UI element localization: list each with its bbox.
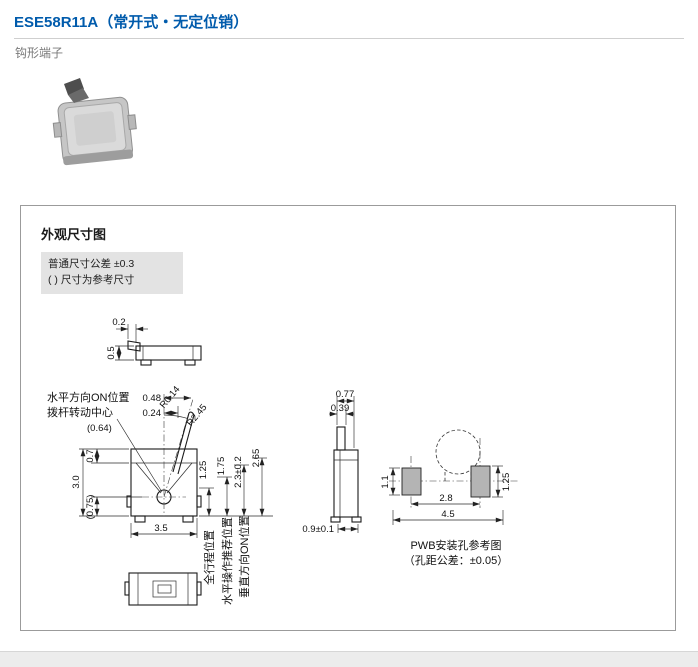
- dimension-diagram-panel: 外观尺寸图 普通尺寸公差 ±0.3 ( ) 尺寸为参考尺寸: [20, 205, 676, 631]
- front-view-dim-tip-radius: R0.14: [158, 384, 183, 410]
- front-view-label-horizontal-recommend: 水平操作推荐位置: [220, 517, 234, 605]
- tolerance-note-line1: 普通尺寸公差 ±0.3: [48, 258, 135, 270]
- front-view-dim-top-section: 0.7: [85, 449, 96, 462]
- top-view-dim-height: 0.5: [106, 346, 117, 359]
- front-view-dim-stroke-4: 2.65: [251, 448, 262, 467]
- front-view-label-horizontal-on: 水平方向ON位置: [47, 390, 130, 404]
- front-view-label-vertical-on: 垂直方向ON位置: [237, 515, 251, 598]
- side-view-dim-lever-width: 0.77: [336, 389, 355, 400]
- title-divider: [14, 38, 684, 39]
- front-view-dim-height: 3.0: [71, 475, 82, 488]
- drawing-heading: 外观尺寸图: [41, 227, 107, 242]
- pwb-dim-pad-right: 1.25: [501, 472, 512, 491]
- tolerance-note: 普通尺寸公差 ±0.3 ( ) 尺寸为参考尺寸: [41, 252, 183, 294]
- front-view-dim-stroke-1: 1.25: [198, 460, 209, 479]
- pwb-caption-line2: （孔距公差：±0.05）: [404, 553, 508, 567]
- page-title: ESE58R11A（常开式・无定位销）: [14, 14, 249, 31]
- front-view-dim-pivot-height: (0.75): [85, 494, 96, 519]
- front-view-dim-on-offset: 0.48: [143, 393, 162, 404]
- pwb-dim-pad-left: 1.1: [380, 475, 391, 488]
- side-view: 0.77 0.39 0.9±0.1: [302, 389, 362, 535]
- front-view-label-full-stroke: 全行程位置: [202, 530, 216, 585]
- top-view: 0.2 0.5: [106, 317, 202, 366]
- switch-photo-graphic: [52, 78, 137, 166]
- pwb-dim-pitch: 2.8: [439, 493, 452, 504]
- tolerance-note-line2: ( ) 尺寸为参考尺寸: [48, 273, 135, 286]
- pwb-dim-span: 4.5: [441, 509, 454, 520]
- side-view-dim-tip-width: 0.39: [331, 403, 350, 414]
- front-view-dim-stroke-2: 1.75: [216, 456, 227, 475]
- front-view-dim-width: 3.5: [154, 523, 167, 534]
- pwb-caption-line1: PWB安装孔参考图: [410, 538, 501, 552]
- front-view: R0.14 R2.45 水平方向ON位置 0.48 拨杆转动中心 0.24 (0…: [47, 384, 273, 605]
- side-view-dim-foot: 0.9±0.1: [302, 524, 334, 535]
- terminal-type-label: 钩形端子: [15, 46, 64, 60]
- front-view-dim-center-offset: 0.24: [143, 408, 162, 419]
- front-view-label-lever-center: 拨杆转动中心: [47, 405, 113, 419]
- product-photo: [44, 72, 146, 174]
- top-view-dim-lever-offset: 0.2: [112, 317, 125, 328]
- dimension-drawing: 0.2 0.5: [47, 317, 519, 606]
- bottom-view: [124, 571, 202, 606]
- footer-bar: [0, 651, 698, 667]
- front-view-dim-center-ref: (0.64): [87, 423, 112, 434]
- front-view-dim-stroke-3: 2.3±0.2: [233, 456, 244, 488]
- pwb-view: 1.1 1.25 2.8 4.5 PWB安装孔参考图 （孔距公差：±0.05）: [380, 429, 519, 567]
